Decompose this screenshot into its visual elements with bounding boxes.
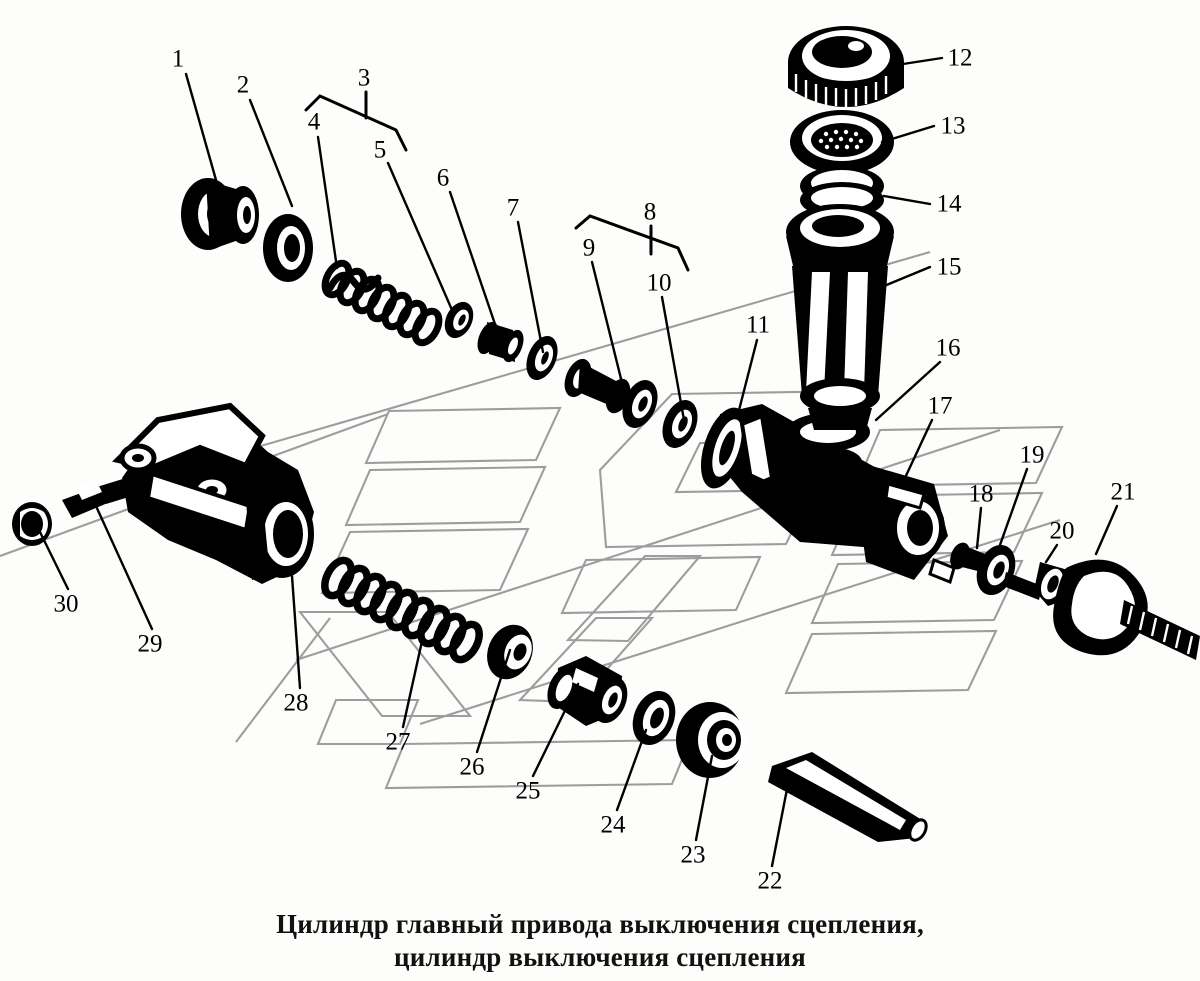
callout-4: 4	[307, 108, 321, 136]
callout-18: 18	[968, 480, 994, 508]
callout-9: 9	[582, 234, 596, 262]
slave-cylinder-parts	[12, 402, 928, 842]
part-24-seal-ring	[632, 690, 676, 746]
callout-14: 14	[936, 190, 962, 218]
callout-26: 26	[459, 753, 485, 781]
callout-17: 17	[927, 392, 953, 420]
part-6-spacer	[477, 321, 524, 363]
part-15-reservoir-body	[786, 204, 894, 430]
callout-6: 6	[436, 164, 450, 192]
caption-line-2: цилиндр выключения сцепления	[394, 941, 806, 972]
callout-16: 16	[935, 334, 961, 362]
callout-20: 20	[1049, 517, 1075, 545]
callout-29: 29	[137, 630, 163, 658]
callout-25: 25	[515, 777, 541, 805]
callout-23: 23	[680, 841, 706, 869]
part-7-washer	[526, 336, 558, 380]
callout-10: 10	[646, 269, 672, 297]
master-cylinder-parts	[181, 178, 956, 585]
callout-27: 27	[385, 728, 411, 756]
part-10-seals	[622, 380, 698, 448]
callout-5: 5	[373, 136, 387, 164]
part-28-slave-cylinder-body	[112, 402, 314, 584]
part-4-spring	[321, 259, 443, 347]
callout-22: 22	[757, 867, 783, 895]
callout-15: 15	[936, 253, 962, 281]
callout-11: 11	[745, 311, 771, 339]
callout-7: 7	[506, 194, 520, 222]
part-11-master-cylinder-body	[700, 404, 956, 585]
callout-21: 21	[1110, 478, 1136, 506]
part-2-washer	[263, 214, 313, 282]
part-23-dust-boot	[676, 702, 746, 778]
callout-28: 28	[283, 689, 309, 717]
callout-3: 3	[357, 64, 371, 92]
leader-lines	[36, 56, 1119, 868]
figure-caption: Цилиндр главный привода выключения сцепл…	[0, 908, 1200, 974]
part-30-bleeder-cap	[12, 502, 52, 546]
part-13-filter-screen	[790, 110, 894, 174]
part-1-end-cap	[181, 178, 259, 250]
callout-2: 2	[236, 71, 250, 99]
callout-12: 12	[947, 44, 973, 72]
callout-19: 19	[1019, 441, 1045, 469]
reservoir-assembly	[786, 26, 904, 430]
callout-1: 1	[171, 45, 185, 73]
part-14-gasket	[800, 166, 884, 218]
callout-8: 8	[643, 198, 657, 226]
part-5-cup-seal	[444, 301, 474, 339]
callout-30: 30	[53, 590, 79, 618]
part-19-washer	[976, 544, 1042, 600]
part-12-filler-cap	[788, 26, 904, 107]
caption-line-1: Цилиндр главный привода выключения сцепл…	[276, 909, 924, 939]
callout-24: 24	[600, 811, 626, 839]
part-21-boot	[1053, 559, 1200, 660]
callout-13: 13	[940, 112, 966, 140]
pushrod-assembly	[950, 542, 1200, 660]
part-25-piston	[547, 656, 628, 726]
part-22-pushrod-pin	[768, 752, 928, 842]
part-27-return-spring	[321, 556, 483, 664]
